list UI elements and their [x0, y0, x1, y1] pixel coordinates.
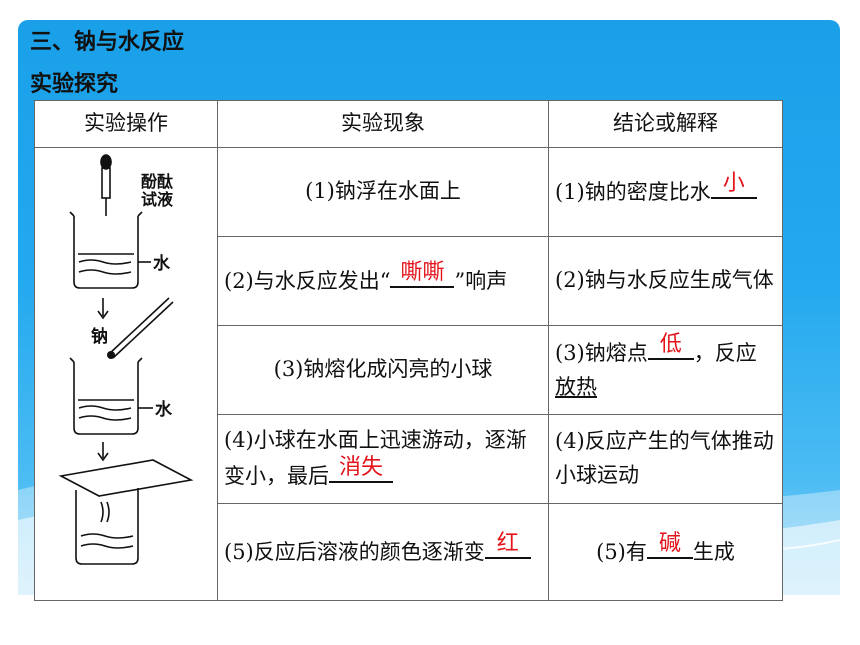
sodium-label: 钠: [91, 326, 108, 347]
answer-blank-6: 碱: [646, 531, 693, 560]
conclusion-5: (5)有碱生成: [548, 502, 783, 602]
header-conclusion: 结论或解释: [548, 100, 783, 148]
conclusion-1-text: (1)钠的密度比水: [555, 180, 711, 205]
reagent-label-2: 试液: [141, 190, 174, 209]
answer-6: 碱: [658, 531, 681, 557]
answer-4: 消失: [338, 454, 383, 480]
answer-blank-5: 红: [484, 531, 531, 560]
answer-blank-1: 小: [710, 171, 757, 200]
answer-5: 红: [496, 531, 519, 557]
phenomenon-3: (3)钠熔化成闪亮的小球: [217, 324, 549, 415]
table-row: (5)反应后溶液的颜色逐渐变红 (5)有碱生成: [35, 502, 783, 602]
conclusion-3-text: (3)钠熔点: [555, 341, 648, 366]
section-title: 三、钠与水反应: [30, 30, 185, 55]
conclusion-5-tail: 生成: [692, 540, 735, 565]
conclusion-3-mid: ，反应: [693, 341, 757, 366]
phenomenon-5: (5)反应后溶液的颜色逐渐变红: [217, 502, 549, 602]
table-row: (2)与水反应发出“ 嘶嘶 ”响声 (2)钠与水反应生成气体: [35, 235, 783, 326]
experiment-diagram-cell: 酚酞 试液 水 钠 水: [34, 147, 218, 601]
conclusion-4: (4)反应产生的气体推动小球运动: [548, 413, 783, 504]
experiment-table: 实验操作 实验现象 结论或解释: [34, 100, 783, 602]
apparatus-diagram: 酚酞 试液 水 钠 水: [58, 154, 194, 565]
answer-3: 低: [659, 332, 682, 358]
reagent-label-1: 酚酞: [141, 172, 173, 191]
answer-blank-2: 嘶嘶: [390, 260, 455, 289]
answer-1: 小: [722, 171, 745, 197]
conclusion-3-underlined: 放热: [555, 374, 597, 399]
phenomenon-2: (2)与水反应发出“ 嘶嘶 ”响声: [217, 235, 549, 326]
header-operation: 实验操作: [34, 100, 218, 148]
phenomenon-4-text: (4)小球在水面上迅速游动，逐渐变小，最后: [224, 428, 527, 488]
water-label-1: 水: [153, 253, 171, 274]
phenomenon-1: (1)钠浮在水面上: [217, 147, 549, 237]
subsection-title: 实验探究: [30, 72, 119, 97]
phenomenon-2-tail: ”响声: [454, 269, 508, 294]
phenomenon-5-text: (5)反应后溶液的颜色逐渐变: [224, 540, 485, 565]
table-row: (3)钠熔化成闪亮的小球 (3)钠熔点低 ，反应放热: [35, 324, 783, 415]
answer-2: 嘶嘶: [400, 260, 445, 286]
table-row: (4)小球在水面上迅速游动，逐渐变小，最后消失 (4)反应产生的气体推动小球运动: [35, 413, 783, 504]
conclusion-5-text: (5)有: [596, 540, 647, 565]
water-label-2: 水: [155, 399, 173, 420]
answer-blank-4: 消失: [329, 454, 393, 483]
conclusion-3: (3)钠熔点低 ，反应放热: [548, 324, 783, 415]
phenomenon-4: (4)小球在水面上迅速游动，逐渐变小，最后消失: [217, 413, 549, 504]
phenomenon-2-text: (2)与水反应发出“: [224, 269, 391, 294]
conclusion-1: (1)钠的密度比水小: [548, 147, 783, 237]
header-phenomenon: 实验现象: [217, 100, 549, 148]
table-row: 酚酞 试液 水 钠 水 (1)钠浮在水面上 (1)钠的密度比水小: [34, 147, 783, 601]
table-header-row: 实验操作 实验现象 结论或解释: [34, 100, 783, 148]
conclusion-2: (2)钠与水反应生成气体: [548, 235, 783, 326]
answer-blank-3: 低: [647, 332, 694, 361]
